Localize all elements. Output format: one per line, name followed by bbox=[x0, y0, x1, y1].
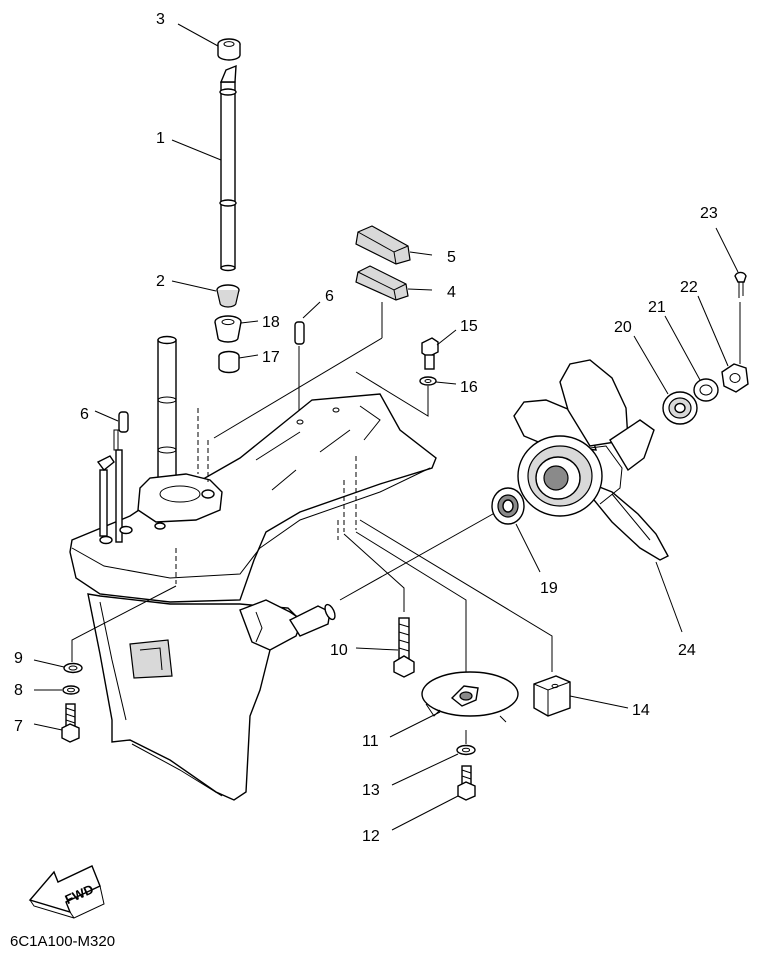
part-24-propeller bbox=[513, 359, 669, 561]
callout-18: 18 bbox=[262, 314, 280, 331]
part-5-cover-wedge bbox=[355, 225, 411, 265]
part-13-washer bbox=[456, 744, 476, 756]
callout-3: 3 bbox=[156, 11, 165, 28]
callout-15: 15 bbox=[460, 318, 478, 335]
callout-7: 7 bbox=[14, 718, 23, 735]
part-7-bolt bbox=[61, 703, 80, 743]
part-1-drive-shaft bbox=[219, 64, 237, 272]
part-18-sleeve bbox=[214, 315, 242, 343]
fwd-arrow-icon: FWD bbox=[28, 865, 105, 919]
diagram-code: 6C1A100-M320 bbox=[10, 933, 115, 950]
callout-9: 9 bbox=[14, 650, 23, 667]
part-12-bolt bbox=[457, 765, 476, 801]
callout-23: 23 bbox=[700, 205, 718, 222]
callout-1: 1 bbox=[156, 130, 165, 147]
part-16-washer bbox=[419, 376, 437, 386]
part-10-bolt bbox=[393, 617, 415, 678]
part-17-bushing bbox=[218, 350, 240, 374]
part-11-trim-tab bbox=[421, 671, 519, 723]
part-14-anode bbox=[533, 675, 571, 717]
callout-14: 14 bbox=[632, 702, 650, 719]
part-15-bolt bbox=[421, 337, 439, 370]
callout-5: 5 bbox=[447, 249, 456, 266]
part-4-cover-wedge bbox=[355, 265, 409, 301]
part-9-washer bbox=[63, 662, 83, 674]
callout-22: 22 bbox=[680, 279, 698, 296]
part-21-spacer bbox=[693, 378, 719, 402]
part-3-collar bbox=[217, 38, 241, 61]
callout-11: 11 bbox=[362, 733, 379, 750]
part-19-spacer bbox=[491, 487, 525, 525]
callout-12: 12 bbox=[362, 828, 380, 845]
part-8-washer bbox=[62, 685, 80, 695]
callout-6: 6 bbox=[80, 406, 89, 423]
callout-6: 6 bbox=[325, 288, 334, 305]
callout-2: 2 bbox=[156, 273, 165, 290]
part-20-washer bbox=[662, 391, 698, 425]
part-22-nut bbox=[721, 363, 749, 393]
part-6-dowel-pin-right bbox=[294, 321, 305, 345]
callout-24: 24 bbox=[678, 642, 696, 659]
part-2-bushing bbox=[216, 284, 240, 308]
callout-10: 10 bbox=[330, 642, 348, 659]
callout-20: 20 bbox=[614, 319, 632, 336]
callout-21: 21 bbox=[648, 299, 666, 316]
part-6-dowel-pin-left bbox=[118, 411, 129, 433]
part-23-cotter-pin bbox=[734, 271, 747, 298]
callout-19: 19 bbox=[540, 580, 558, 597]
callout-4: 4 bbox=[447, 284, 456, 301]
callout-13: 13 bbox=[362, 782, 380, 799]
callout-16: 16 bbox=[460, 379, 478, 396]
callout-8: 8 bbox=[14, 682, 23, 699]
lower-casing bbox=[69, 335, 437, 801]
callout-17: 17 bbox=[262, 349, 280, 366]
